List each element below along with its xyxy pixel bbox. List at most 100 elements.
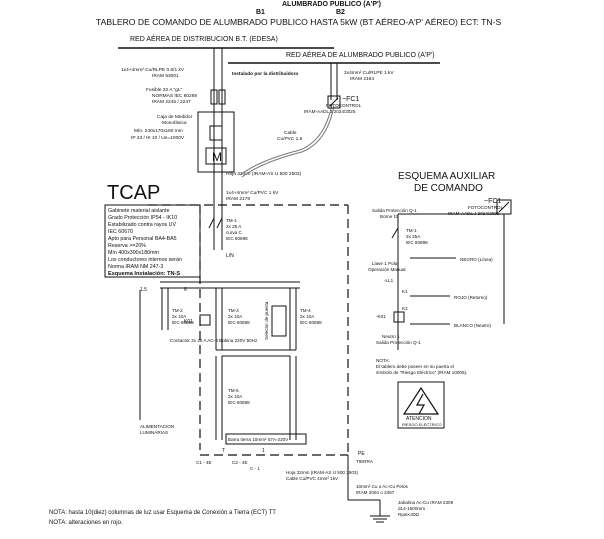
aux-tm1-switch	[391, 227, 399, 239]
tcap-note-2: Estabilizado contra rayos UV	[108, 222, 176, 228]
tm1-switch	[208, 217, 215, 229]
cable-in: 1x4+4mm² Cu/RLPE 0.6/1 kV	[121, 67, 185, 73]
tm4-std: IEC 60898	[300, 320, 322, 325]
cable-mid-std: IRAM 2178	[226, 196, 250, 202]
meter-ip: IP 43 / IK 10 / Ue=1000V	[131, 135, 185, 141]
aux-nota-1: El tablero debe poseer en su puerta el	[376, 364, 454, 369]
fuse-symbol	[210, 89, 218, 105]
aux-negro: NEGRO (Línea)	[460, 257, 493, 262]
supplied-by: Instalado por la distribuidora	[232, 71, 298, 77]
ground-cable: 10mm² Cu o Ac-Cu Pelos	[356, 484, 409, 489]
tcap-title: TCAP	[107, 182, 160, 204]
tm1-std: IEC 60898	[226, 236, 248, 241]
fc1-std: IRAM-AADL J 2024/2025	[304, 109, 356, 114]
aux-borne: Borne 15	[380, 214, 399, 219]
meter-dims: Mín. 240x170x160 mm	[134, 128, 183, 134]
tm2-std: IEC 60898	[172, 320, 194, 325]
cable-ap-std: IRAM 2164	[350, 76, 374, 82]
meter-box-outline	[197, 111, 235, 173]
tm4-id: TM-4	[300, 308, 311, 313]
header-b2: B2	[336, 9, 345, 16]
tcap-note-6: Mín 400x300x180mm	[108, 250, 160, 256]
tm1-id: TM-1	[226, 218, 237, 223]
header-b1: B1	[256, 9, 265, 16]
tm4-spec: 2x 10A	[300, 314, 315, 319]
warning-sign	[397, 381, 445, 429]
tm1-curve: curva C	[226, 230, 243, 235]
tcap-note-8: Norma IRAM NM 247-3	[108, 264, 163, 270]
cable-cu-spec: Cu/PVC 1.5	[277, 136, 303, 142]
cable-in-std: IRAM 63001	[152, 73, 179, 79]
ground-tierra-label: TIERRA	[356, 459, 374, 464]
warning-atencion: ATENCION	[406, 416, 432, 422]
distribution-network-label: RED AÉREA DE DISTRIBUCION B.T. (EDESA)	[130, 34, 278, 43]
tm3-id: TM-3	[228, 308, 239, 313]
ground-bus	[225, 433, 307, 445]
meter-box2: Monofásica	[162, 120, 187, 126]
red-note: Contactor 2x 25 A AC-3 Bobina 220V 50Hz	[170, 338, 258, 343]
selector-label: Selector de puesta	[264, 301, 269, 340]
tm3-spec: 2x 10A	[228, 314, 243, 319]
tm2-id: TM-2	[172, 308, 183, 313]
tm1-spec: 2x 25 A	[226, 224, 242, 229]
ln-label: L/N	[226, 253, 234, 259]
tm2-spec: 2x 10A	[172, 314, 187, 319]
tcap-note-7: Los conductores internos serán	[108, 257, 182, 263]
k01-coil	[199, 314, 211, 326]
ground-pe-label: PE	[358, 451, 365, 457]
tierra-cable: Hoja 32mm (IRAM-AS U 500 2503)	[226, 171, 302, 177]
aux-blanco: BLANCO (Neutro)	[454, 323, 491, 328]
header-fragment: ALUMBRADO PUBLICO (A'P')	[282, 1, 381, 8]
tcap-note-3: IEC 60670	[108, 229, 133, 235]
ground-cable-std: IRAM 2004 o 2467	[356, 490, 395, 495]
aux-title-1: ESQUEMA AUXILIAR	[398, 171, 495, 182]
ground-rod: Jabalina Ac-Cu IRAM 2309	[398, 500, 454, 505]
meter-symbol: M	[212, 150, 222, 164]
fc1-box	[327, 95, 341, 109]
cable-mid: 1x4+4mm² Cu/PVC 1 kV	[226, 190, 279, 196]
lightning-icon	[415, 393, 426, 415]
aux-title-2: DE COMANDO	[414, 183, 483, 194]
aux-ll-id: -LL1	[384, 278, 394, 283]
aux-k01-coil	[393, 311, 405, 323]
warning-triangle-icon	[402, 386, 440, 415]
bottom-cable: Hoja 32mm (IRAM-AS U 500 3503)	[286, 470, 358, 475]
cable-ap: 2x4mm² Cu/RLPE 1 kV	[344, 70, 394, 76]
fc1-type: FOTOCONTROL	[326, 103, 362, 108]
aux-tm1-std: IEC 60898	[406, 240, 428, 245]
tm5-id: TM-5	[228, 388, 239, 393]
aux-k1: K1	[402, 289, 408, 294]
footer-note-2: NOTA: alteraciones en rojo.	[49, 520, 123, 526]
bus-1: 1	[262, 448, 265, 454]
cable-cu: Cable	[284, 130, 297, 136]
fuse-std2: IRAM 2245 / 2247	[152, 99, 191, 105]
tcap-note-5: Reserva >=20%	[108, 243, 146, 249]
label-c-1: C - 1	[250, 466, 260, 471]
load-label-2: LUMINARIAS	[140, 430, 168, 435]
tm3-std: IEC 60898	[228, 320, 250, 325]
k01-label: K01	[184, 319, 193, 325]
bus-t: T	[222, 448, 225, 454]
aux-tm1: TM-1	[406, 228, 417, 233]
aux-rojo: ROJO (Retorno)	[454, 295, 488, 300]
aux-tm1-spec: 2x 25A	[406, 234, 421, 239]
footer-note-1: NOTA: hasta 10(diez) columnas de luz usa…	[49, 510, 276, 516]
diagram-title: TABLERO DE COMANDO DE ALUMBRADO PUBLICO …	[96, 17, 501, 27]
bus-text: Barra tierra 10mm² 57A-220V	[228, 437, 289, 442]
tcap-note-1: Grado Protección IP54 - IK10	[108, 215, 177, 221]
selector-box	[271, 305, 287, 337]
label-c1: C1 - 4E	[196, 460, 212, 465]
aux-llave-1: Llave 1 Polar	[372, 261, 399, 266]
aux-neutro-2: Salida Protección Q-1	[376, 340, 421, 345]
ground-rod-res: Rpat<40Ω	[398, 512, 419, 517]
tcap-note-0: Gabinete material aislante	[108, 208, 170, 214]
fuse-symbol-2	[218, 89, 226, 105]
tm5-spec: 2x 10A	[228, 394, 243, 399]
tcap-note-4: Apto para Personal BA4-BA5	[108, 236, 177, 242]
fuse-label: Fusible 32 A "gL"	[146, 87, 183, 93]
load-label-1: ALIMENTACION	[140, 424, 174, 429]
aux-nota-title: NOTA:	[376, 358, 390, 363]
fuse-std1: NORMAS IEC 60269	[152, 93, 197, 99]
fc1-label: ~FC1	[342, 96, 359, 103]
meter-symbol-box	[205, 147, 227, 165]
